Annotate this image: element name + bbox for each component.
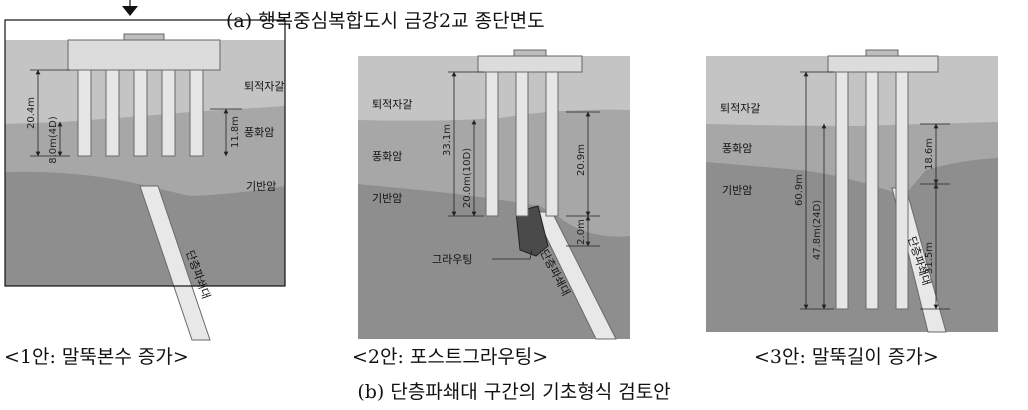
panel-2-diagram: 33.1m 20.0m(10D) 20.9m 2.0m 퇴적자갈 풍화암 기반암… bbox=[358, 49, 630, 340]
layer-label-weathered: 풍화암 bbox=[372, 150, 402, 163]
dim-label: 31.5m bbox=[924, 242, 935, 274]
dim-label: 8.0m(4D) bbox=[48, 116, 59, 164]
figure-caption-b: (b) 단층파쇄대 구간의 기초형식 검토안 bbox=[357, 381, 671, 403]
dim-label: 60.9m bbox=[794, 174, 805, 206]
grouting-zone bbox=[515, 205, 549, 257]
grouting-label: 그라우팅 bbox=[432, 253, 472, 266]
dim-label: 20.0m(10D) bbox=[462, 148, 473, 208]
layer-label-sediment: 퇴적자갈 bbox=[244, 79, 284, 93]
dim-label: 20.4m bbox=[26, 97, 37, 129]
pile-cap bbox=[477, 55, 583, 73]
layer-label-sediment: 퇴적자갈 bbox=[372, 97, 412, 111]
highlight-frame bbox=[4, 19, 286, 287]
layer-label-bedrock: 기반암 bbox=[372, 192, 402, 205]
panel-1-caption: <1안: 말뚝본수 증가> bbox=[4, 346, 189, 368]
dim-label: 18.6m bbox=[924, 138, 935, 170]
layer-label-sediment: 퇴적자갈 bbox=[720, 101, 760, 115]
figure-caption-a: (a) 행복중심복합도시 금강2교 종단면도 bbox=[226, 10, 545, 32]
panel-2-caption: <2안: 포스트그라우팅> bbox=[352, 346, 549, 368]
layer-label-weathered: 풍화암 bbox=[244, 126, 274, 139]
dim-label: 47.8m(24D) bbox=[812, 200, 823, 260]
dim-label: 2.0m bbox=[576, 219, 587, 245]
layer-label-bedrock: 기반암 bbox=[722, 184, 752, 197]
fault-zone bbox=[139, 185, 211, 341]
layer-label-weathered: 풍화암 bbox=[722, 142, 752, 155]
dim-label: 20.9m bbox=[576, 144, 587, 176]
dim-label: 11.8m bbox=[230, 116, 241, 148]
dim-label: 33.1m bbox=[442, 124, 453, 156]
pile-cap bbox=[827, 55, 939, 73]
piles bbox=[77, 69, 204, 157]
panel-3-caption: <3안: 말뚝길이 증가> bbox=[754, 346, 939, 368]
pointer-arrow bbox=[122, 6, 138, 16]
panel-1-diagram: 20.4m 8.0m(4D) 11.8m 퇴적자갈 풍화암 기반암 단층파쇄대 bbox=[4, 0, 286, 341]
pile-cap bbox=[67, 39, 221, 71]
piles bbox=[485, 71, 559, 217]
layer-label-bedrock: 기반암 bbox=[246, 180, 276, 193]
piles bbox=[835, 71, 909, 310]
panel-3-diagram: 60.9m 47.8m(24D) 18.6m 31.5m 퇴적자갈 풍화암 기반… bbox=[706, 49, 998, 333]
